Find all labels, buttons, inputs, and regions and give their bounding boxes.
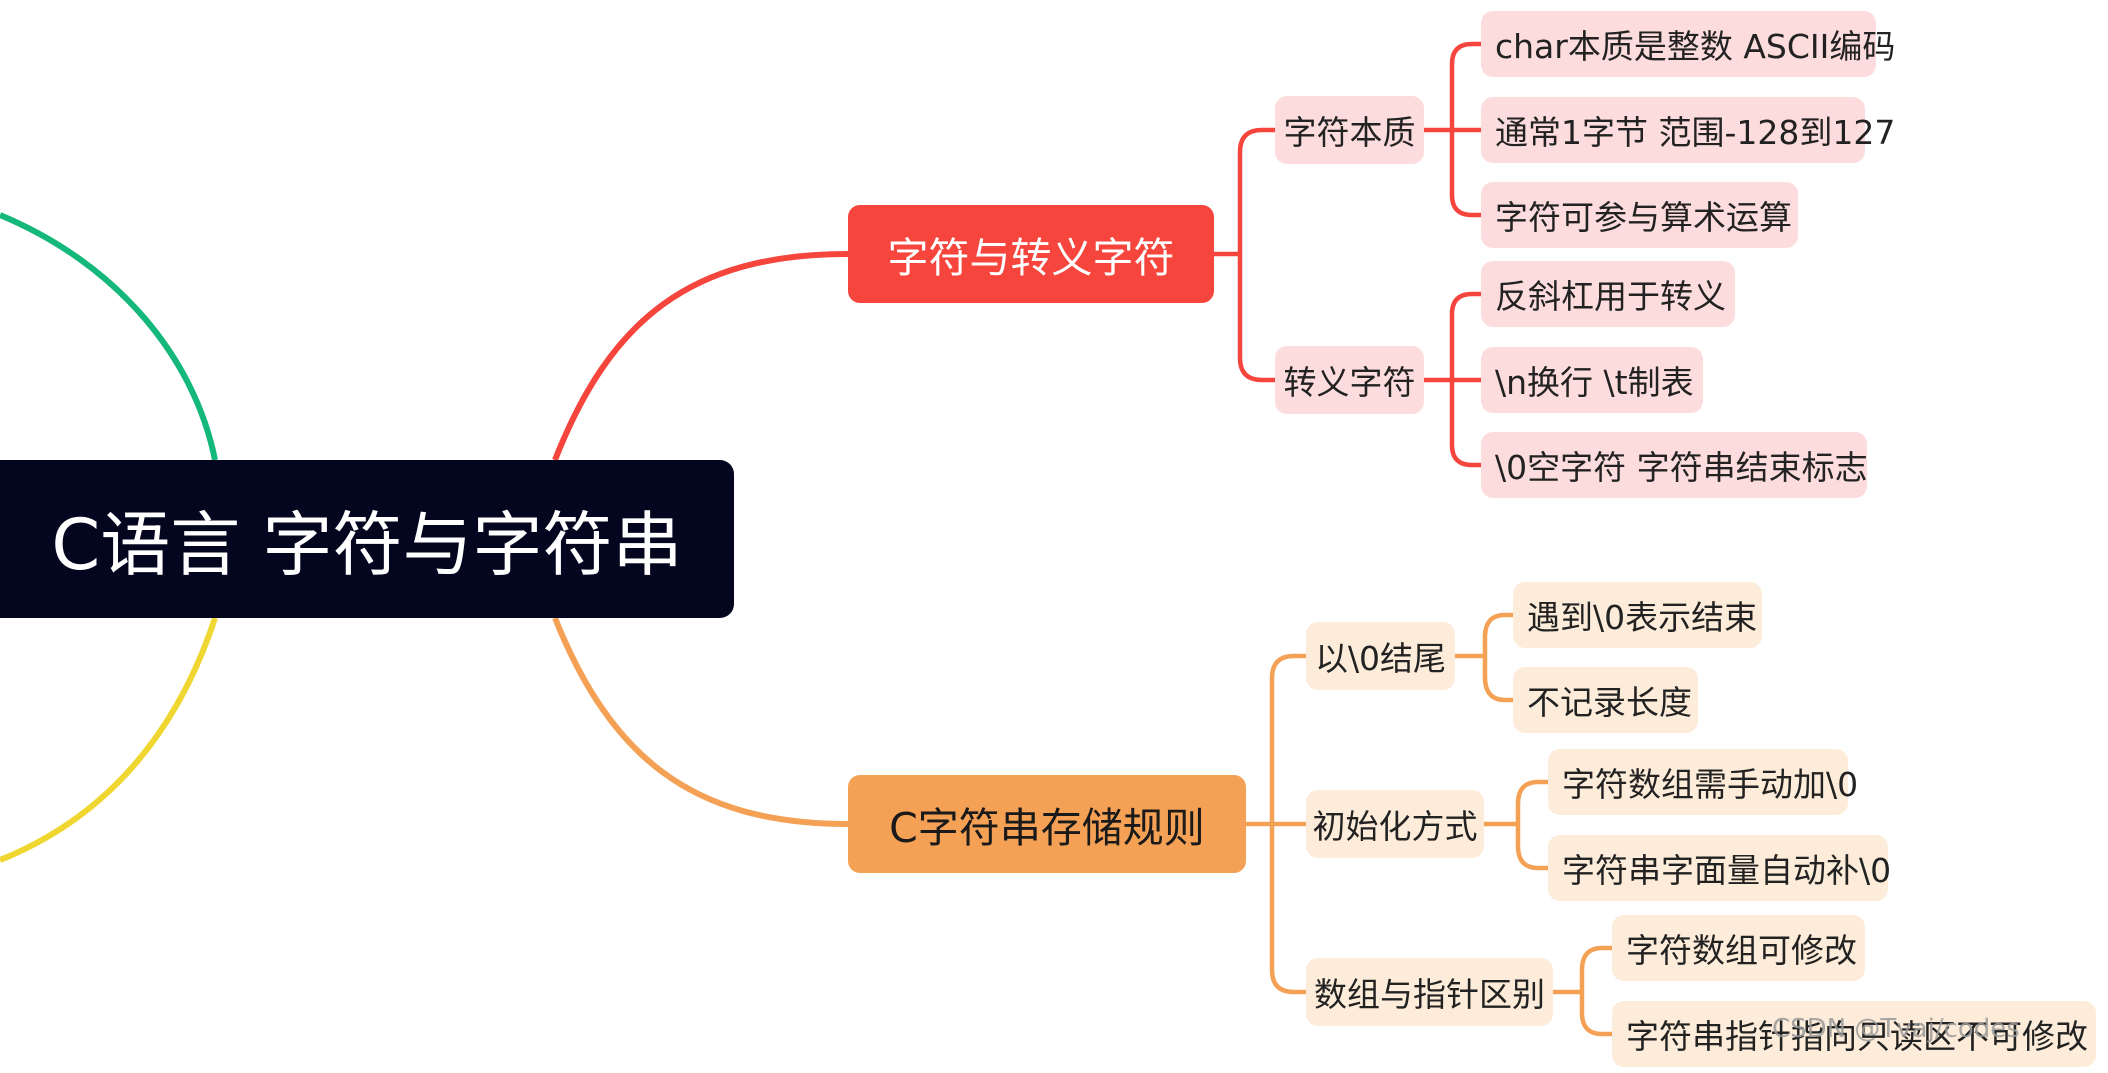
leaf-char-array-manual-null[interactable]: 字符数组需手动加\0 bbox=[1548, 749, 1858, 815]
leaf-literal-auto-null[interactable]: 字符串字面量自动补\0 bbox=[1548, 835, 1891, 901]
leaf-newline-tab[interactable]: \n换行 \t制表 bbox=[1481, 347, 1703, 413]
green-branch-arc bbox=[0, 212, 218, 461]
branch1-to-sub2 bbox=[1237, 254, 1275, 383]
subtopic-escape-chars[interactable]: 转义字符 bbox=[1275, 346, 1424, 414]
branch2-to-sub3 bbox=[1269, 824, 1306, 995]
sub2-to-leaf1 bbox=[1449, 291, 1481, 380]
leaf-char-is-integer[interactable]: char本质是整数 ASCII编码 bbox=[1481, 11, 1895, 77]
subtopic-initialization[interactable]: 初始化方式 bbox=[1306, 790, 1484, 858]
osub2-to-leaf2 bbox=[1515, 824, 1548, 871]
sub2-to-leaf3 bbox=[1449, 380, 1481, 468]
leaf-backslash-escape[interactable]: 反斜杠用于转义 bbox=[1481, 261, 1735, 327]
branch-characters-escape[interactable]: 字符与转义字符 bbox=[848, 205, 1214, 303]
osub2-to-leaf1 bbox=[1515, 779, 1548, 824]
leaf-null-means-end[interactable]: 遇到\0表示结束 bbox=[1513, 582, 1762, 648]
leaf-no-length-stored[interactable]: 不记录长度 bbox=[1513, 667, 1698, 733]
sub1-to-leaf1 bbox=[1449, 41, 1481, 130]
branch1-to-sub1 bbox=[1237, 127, 1275, 254]
root-topic[interactable]: C语言 字符与字符串 bbox=[0, 460, 734, 618]
sub1-to-leaf3 bbox=[1449, 130, 1481, 218]
yellow-branch-arc bbox=[0, 617, 218, 863]
leaf-char-size-range[interactable]: 通常1字节 范围-128到127 bbox=[1481, 97, 1895, 163]
root-to-branch2-line bbox=[552, 616, 849, 827]
leaf-null-char[interactable]: \0空字符 字符串结束标志 bbox=[1481, 432, 1868, 498]
branch-c-string-storage[interactable]: C字符串存储规则 bbox=[848, 775, 1246, 873]
leaf-char-arithmetic[interactable]: 字符可参与算术运算 bbox=[1481, 182, 1798, 248]
branch2-to-sub1 bbox=[1269, 653, 1306, 824]
osub3-to-leaf1 bbox=[1579, 945, 1612, 992]
osub1-to-leaf1 bbox=[1482, 612, 1513, 656]
watermark-text: CSDN @Tvaj/codes bbox=[1772, 1014, 2020, 1044]
osub3-to-leaf2 bbox=[1579, 992, 1612, 1037]
subtopic-null-terminated[interactable]: 以\0结尾 bbox=[1306, 622, 1455, 690]
subtopic-array-vs-pointer[interactable]: 数组与指针区别 bbox=[1306, 958, 1553, 1026]
root-to-branch1-line bbox=[552, 251, 849, 462]
subtopic-char-nature[interactable]: 字符本质 bbox=[1275, 96, 1424, 164]
leaf-pointer-readonly[interactable]: 字符串指针指向只读区不可修改 bbox=[1612, 1001, 2096, 1067]
osub1-to-leaf2 bbox=[1482, 656, 1513, 703]
leaf-array-modifiable[interactable]: 字符数组可修改 bbox=[1612, 915, 1865, 981]
